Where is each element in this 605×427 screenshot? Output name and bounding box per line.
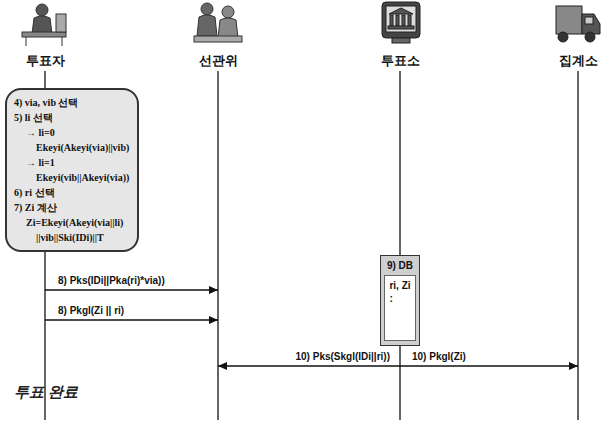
message-line xyxy=(218,365,400,367)
status-note: 투표 완료 xyxy=(14,383,78,402)
message-arrow xyxy=(218,362,400,370)
node-text: 9) DB xyxy=(384,259,415,272)
node-text: 투표자 xyxy=(26,53,65,68)
message-line xyxy=(400,365,578,367)
node-text: 집계소 xyxy=(559,53,598,68)
node-text: → li=0 xyxy=(14,125,129,140)
message-label: 10) Pkgl(Zi) xyxy=(410,351,468,363)
node-text: → li=1 xyxy=(14,155,129,170)
node-text: Ekeyi(Akeyi(via)||vib) xyxy=(14,140,129,155)
actor-label: 투표소 xyxy=(378,51,423,71)
message-arrow xyxy=(45,286,218,294)
database-box: 9) DB ri, Zi: xyxy=(380,255,419,346)
node-text: ||vib||Ski(IDi)||T xyxy=(14,230,129,245)
node-text: 4) via, vib 선택 xyxy=(14,95,129,110)
tally-center-icon xyxy=(556,6,600,42)
node-text: 5) li 선택 xyxy=(14,110,129,125)
message-label: 10) Pks(Skgl(IDi||ri)) xyxy=(293,351,392,363)
message-arrow xyxy=(400,362,578,370)
message-line xyxy=(45,289,218,291)
actor-label: 투표자 xyxy=(23,51,68,71)
voter-icon xyxy=(22,4,66,46)
node-text: ri, Zi xyxy=(389,279,410,292)
lifeline xyxy=(399,70,401,420)
arrowhead xyxy=(209,316,218,324)
actor-label: 집계소 xyxy=(556,51,601,71)
polling-station-icon xyxy=(382,2,420,43)
message-label: 8) Pkgl(Zi || ri) xyxy=(56,305,126,317)
lifeline xyxy=(217,70,219,420)
node-text: Zi=Ekeyi(Akeyi(via||li) xyxy=(14,215,129,230)
node-text: 6) ri 선택 xyxy=(14,185,129,200)
actor-label: 선관위 xyxy=(196,51,241,71)
process-box: 4) via, vib 선택5) li 선택→ li=0Ekeyi(Akeyi(… xyxy=(5,88,139,252)
node-text: 7) Zi 계산 xyxy=(14,200,129,215)
node-text: 선관위 xyxy=(199,53,238,68)
message-label: 8) Pks(IDi||Pka(ri)*via)) xyxy=(56,275,167,287)
arrowhead xyxy=(218,362,227,370)
node-text: : xyxy=(389,292,410,305)
arrowhead xyxy=(209,286,218,294)
message-arrow xyxy=(45,316,218,324)
node-text: Ekeyi(vib||Akeyi(via)) xyxy=(14,170,129,185)
commission-icon xyxy=(194,3,242,42)
message-line xyxy=(45,319,218,321)
database-records: ri, Zi: xyxy=(384,275,415,341)
arrowhead xyxy=(569,362,578,370)
lifeline xyxy=(577,70,579,420)
node-text: 투표소 xyxy=(381,53,420,68)
